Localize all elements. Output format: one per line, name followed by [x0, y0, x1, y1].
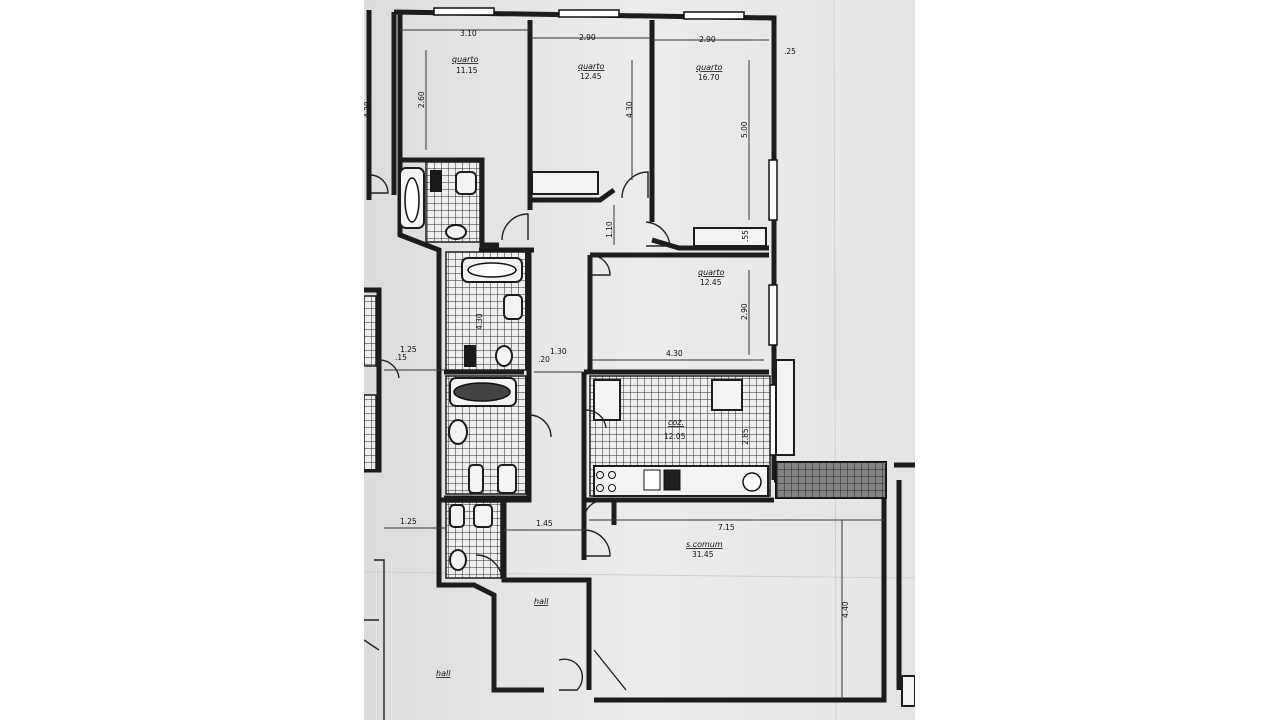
dimension-lines	[384, 29, 884, 700]
room-area: 12.45	[580, 72, 602, 81]
room-area: 12.45	[700, 278, 722, 287]
floor-plan-photo: 3.10 2.90 2.90 2.60 4.30 5.00 4.30 1.10 …	[364, 0, 915, 720]
wardrobes	[531, 171, 795, 456]
room-name: s.comum	[686, 540, 723, 549]
dim-label: 2.90	[579, 33, 596, 42]
dim-label: .25	[784, 47, 796, 56]
dim-label: 7.15	[718, 523, 735, 532]
dim-label: 1.25	[400, 345, 417, 354]
balcony	[775, 461, 887, 499]
dim-label: 3.10	[460, 29, 477, 38]
room-labels: quarto 11.15 quarto 12.45 quarto 16.70 q…	[436, 55, 724, 678]
kitchen	[589, 375, 771, 497]
dim-label: 2.90	[699, 35, 716, 44]
dim-label: .55	[741, 230, 750, 242]
windows	[433, 7, 778, 456]
dim-label: 2.85	[741, 428, 750, 445]
dim-label: 5.00	[740, 121, 749, 138]
room-area: 31.45	[692, 550, 714, 559]
paper-fold	[833, 0, 837, 720]
dimension-labels: 3.10 2.90 2.90 2.60 4.30 5.00 4.30 1.10 …	[364, 29, 850, 618]
dim-label: 1.45	[536, 519, 553, 528]
interior-walls	[400, 20, 774, 690]
room-name: quarto	[696, 63, 722, 72]
room-name: quarto	[698, 268, 724, 277]
dim-label: 4.30	[475, 313, 484, 330]
neighbour-unit-left	[364, 10, 385, 720]
dim-label: .15	[395, 353, 407, 362]
floor-plan-drawing: 3.10 2.90 2.90 2.60 4.30 5.00 4.30 1.10 …	[364, 0, 915, 720]
dim-label: 4.30	[364, 101, 372, 118]
dim-label: 4.30	[625, 101, 634, 118]
dim-label: 4.40	[841, 601, 850, 618]
room-name: quarto	[452, 55, 478, 64]
room-name: quarto	[578, 62, 604, 71]
neighbour-unit-right	[894, 462, 915, 707]
bathroom-2	[445, 251, 527, 371]
room-name: coz.	[668, 418, 684, 427]
bathroom-1	[399, 161, 481, 243]
dim-label: 4.30	[666, 349, 683, 358]
dim-label: 1.10	[605, 221, 614, 238]
dim-label: 1.25	[400, 517, 417, 526]
dim-label: 2.60	[417, 91, 426, 108]
room-name: hall	[534, 597, 549, 606]
room-area: 11.15	[456, 66, 478, 75]
door-swings	[369, 171, 671, 691]
bathroom-4	[445, 501, 502, 579]
bathroom-3	[445, 375, 527, 495]
dim-label: .20	[538, 355, 550, 364]
room-area: 16.70	[698, 73, 720, 82]
dim-label: 1.30	[550, 347, 567, 356]
dim-label: 2.90	[740, 303, 749, 320]
room-area: 12.05	[664, 432, 686, 441]
room-name: hall	[436, 669, 451, 678]
